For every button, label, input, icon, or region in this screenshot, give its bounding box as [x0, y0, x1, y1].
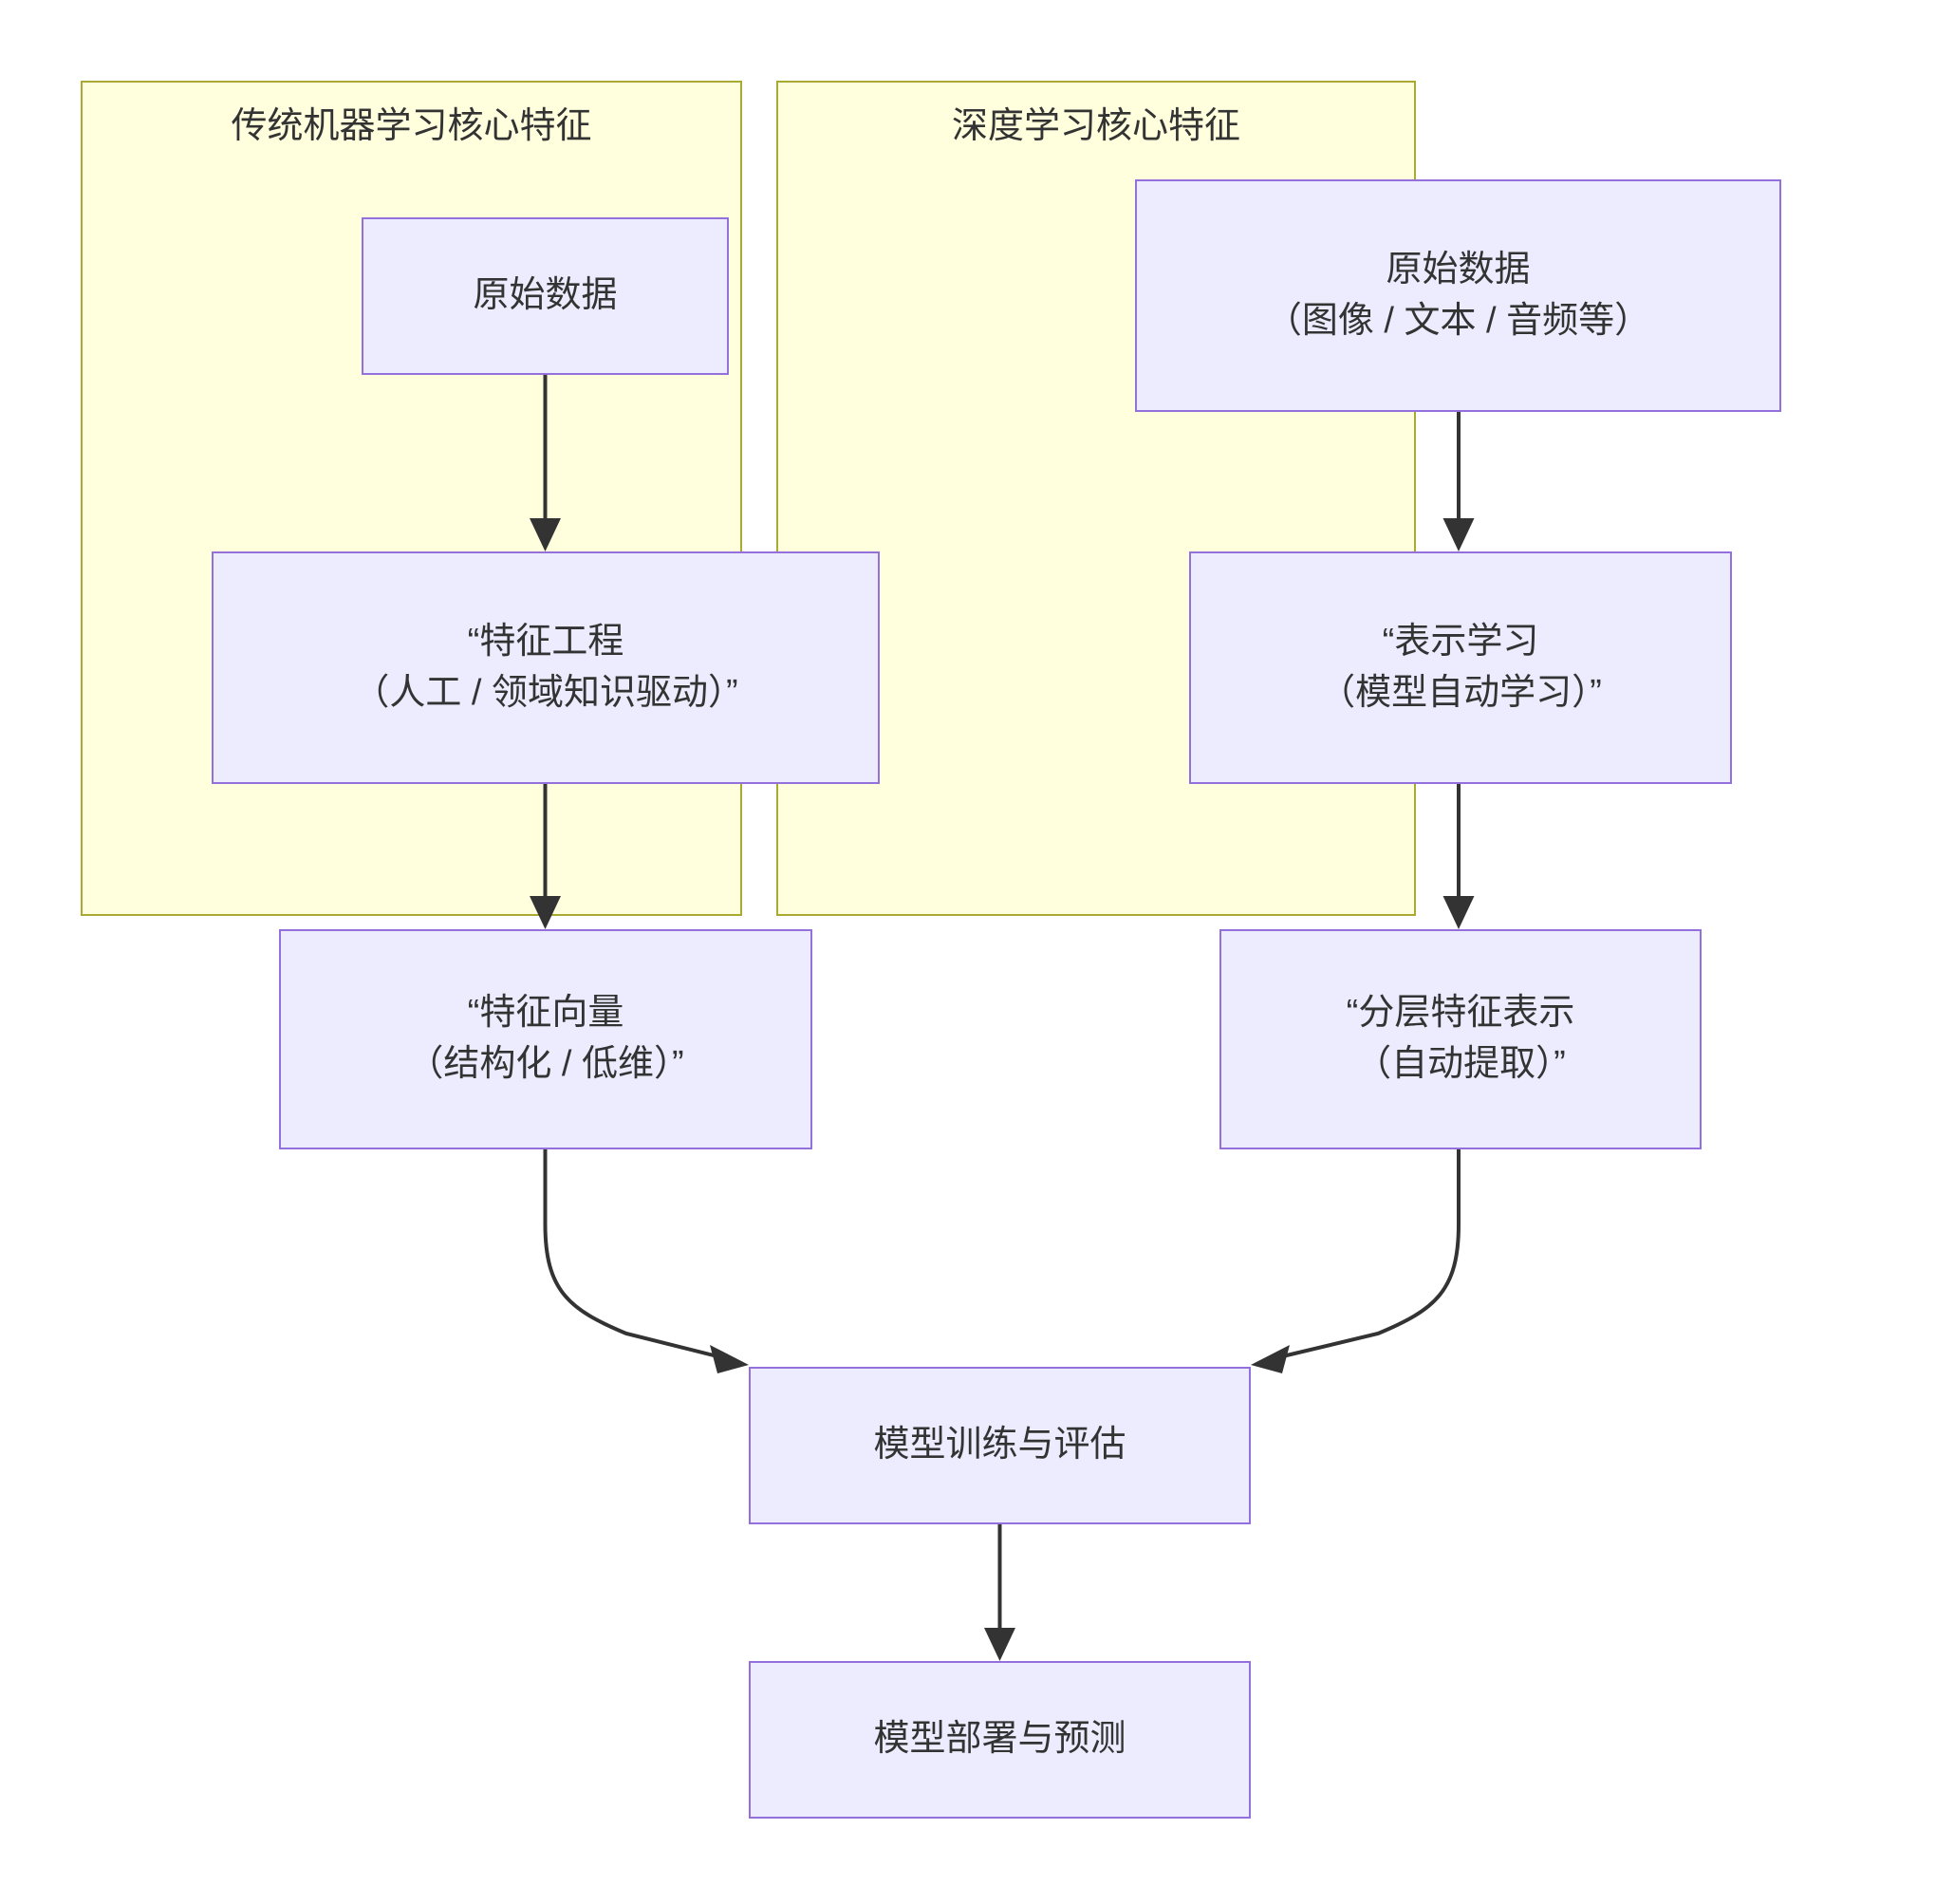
node-label-line: （图像 / 文本 / 音频等） [1265, 300, 1651, 341]
node-dl-hierarchical-features[interactable]: “分层特征表示 （自动提取）” [1219, 929, 1702, 1149]
subgraph-title-traditional-ml: 传统机器学习核心特征 [231, 106, 592, 146]
node-ml-feature-engineering[interactable]: “特征工程 （人工 / 领域知识驱动）” [212, 551, 880, 784]
node-label-line: （人工 / 领域知识驱动）” [353, 672, 738, 713]
node-label-line: 原始数据 [1386, 249, 1531, 289]
node-label-line: “分层特征表示 [1346, 993, 1575, 1034]
subgraph-title-deep-learning: 深度学习核心特征 [951, 106, 1240, 146]
node-model-deployment-prediction[interactable]: 模型部署与预测 [749, 1661, 1251, 1819]
node-label-line: （结构化 / 低维）” [407, 1044, 684, 1084]
node-ml-feature-vector[interactable]: “特征向量 （结构化 / 低维）” [279, 929, 812, 1149]
node-dl-representation-learning[interactable]: “表示学习 （模型自动学习）” [1189, 551, 1732, 784]
node-label-line: 模型部署与预测 [873, 1719, 1126, 1760]
edge-dl-hierarchical-to-model-training [1251, 1149, 1461, 1373]
node-label-line: “特征工程 [467, 621, 624, 662]
edge-dl-representation-to-hierarchical-features [1442, 784, 1475, 929]
edge-dl-raw-to-representation-learning [1442, 412, 1475, 551]
node-dl-raw-data[interactable]: 原始数据 （图像 / 文本 / 音频等） [1135, 179, 1781, 412]
node-label-line: （自动提取）” [1355, 1044, 1566, 1084]
node-label-line: “表示学习 [1382, 621, 1539, 662]
node-ml-raw-data[interactable]: 原始数据 [362, 217, 729, 375]
node-label-line: 原始数据 [473, 275, 618, 316]
edge-model-training-to-deployment [984, 1524, 1015, 1661]
node-label-line: “特征向量 [467, 993, 624, 1034]
node-label-line: 模型训练与评估 [873, 1425, 1126, 1465]
node-model-training-evaluation[interactable]: 模型训练与评估 [749, 1367, 1251, 1524]
edge-ml-feature-vector-to-model-training [543, 1149, 749, 1373]
subgraph-traditional-ml [81, 81, 742, 916]
node-label-line: （模型自动学习）” [1319, 672, 1602, 713]
